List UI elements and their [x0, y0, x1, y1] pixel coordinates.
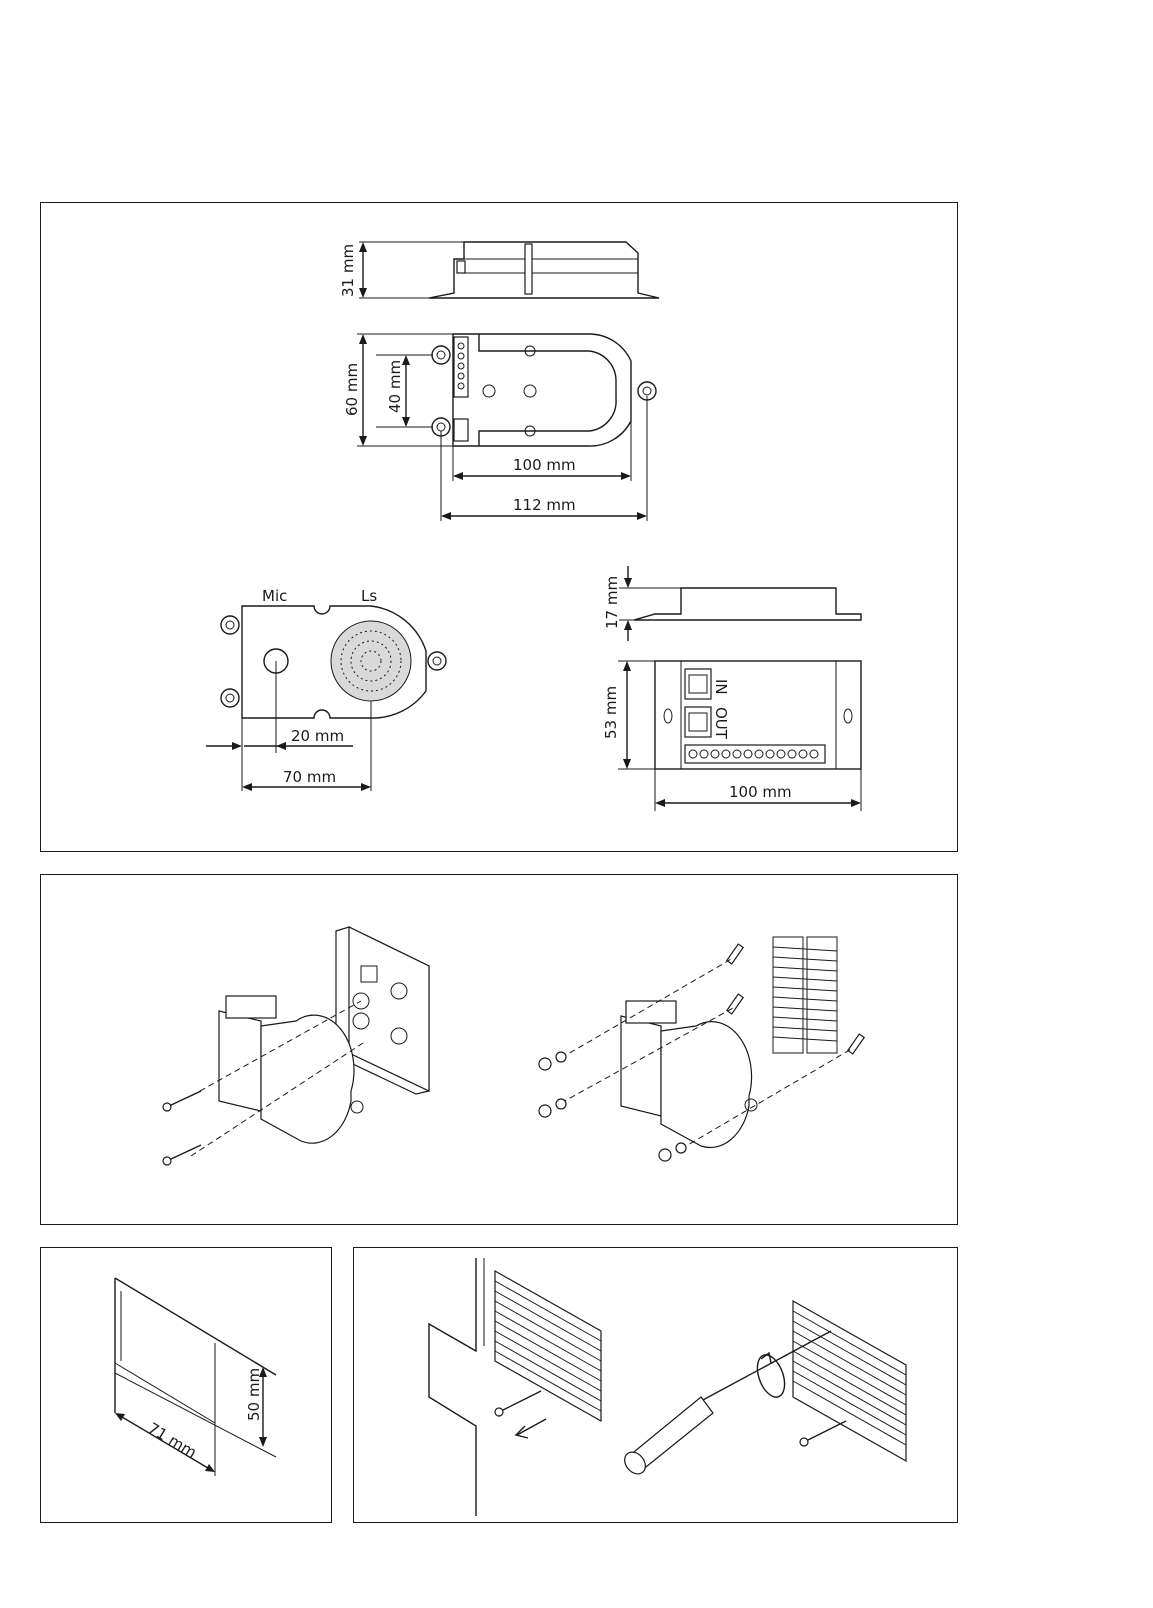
mounting-drawing [41, 875, 959, 1226]
rotate-icon [752, 1351, 790, 1401]
grille-mounting-panel [353, 1247, 958, 1523]
screw-icon [163, 1145, 201, 1165]
bolt-icon [727, 944, 864, 1054]
arrow-icon [516, 1419, 546, 1438]
screw-icon [800, 1421, 846, 1446]
mounting-panel [40, 874, 958, 1225]
flush-box-assembly [163, 927, 429, 1165]
dimensions-panel: 31 mm 60 mm 40 mm 100 mm [40, 202, 958, 852]
dimension-17mm: 17 mm [603, 576, 621, 629]
dimension-50mm: 50 mm [245, 1368, 263, 1421]
screw-icon [495, 1391, 541, 1416]
label-ls: Ls [361, 587, 377, 605]
dimension-71mm: 71 mm [145, 1419, 200, 1462]
dimension-60mm: 60 mm [343, 363, 361, 416]
dimension-31mm: 31 mm [339, 244, 357, 297]
dimensions-drawing: 31 mm 60 mm 40 mm 100 mm [41, 203, 959, 853]
module-top-view: 60 mm 40 mm 100 mm 112 mm [343, 334, 656, 521]
dimension-53mm: 53 mm [602, 686, 620, 739]
label-mic: Mic [262, 587, 287, 605]
dimension-100mm-top: 100 mm [513, 456, 576, 474]
cutout-panel: 50 mm 71 mm [40, 1247, 332, 1523]
screw-icon [163, 1091, 201, 1111]
dimension-70mm: 70 mm [283, 768, 336, 786]
label-in: IN [712, 679, 730, 695]
module2-top-view: IN OUT 53 mm 100 mm [602, 661, 861, 811]
cutout-drawing: 50 mm 71 mm [41, 1248, 333, 1524]
dimension-40mm: 40 mm [386, 360, 404, 413]
mic-speaker-module: Mic Ls 20 mm 70 mm [206, 587, 446, 791]
label-out: OUT [712, 707, 730, 740]
dimension-100mm-bottom: 100 mm [729, 783, 792, 801]
module-side-view: 31 mm [339, 242, 659, 298]
dimension-20mm: 20 mm [291, 727, 344, 745]
grille-mounting-drawing [354, 1248, 959, 1524]
dimension-112mm: 112 mm [513, 496, 576, 514]
module2-side-view: 17 mm [603, 566, 861, 641]
grille-assembly [539, 937, 864, 1161]
